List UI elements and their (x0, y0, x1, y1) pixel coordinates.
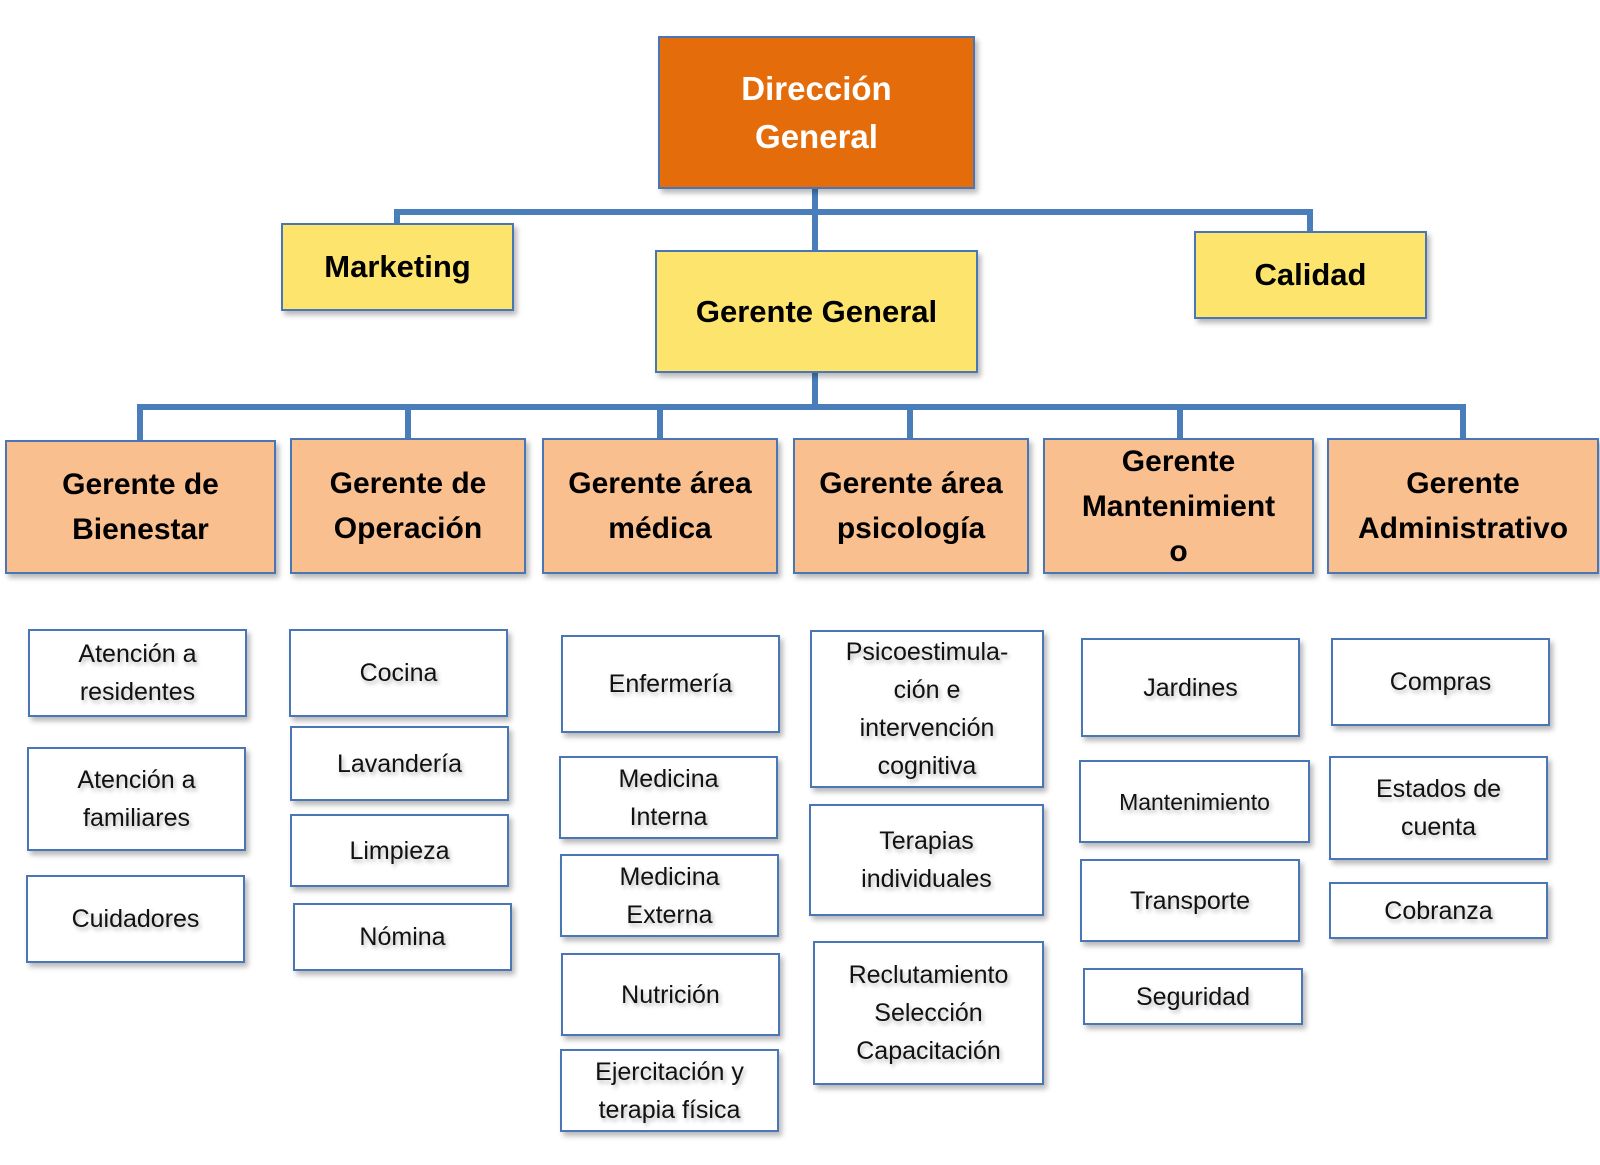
unit-label: Cobranza (1384, 896, 1493, 925)
unit-medicina-interna[interactable]: Medicina Interna (559, 756, 778, 839)
connector-managers-bar (137, 372, 1466, 440)
marketing-label: Marketing (324, 249, 471, 284)
unit-reclutamiento-seleccion-capacitacion[interactable]: Reclutamiento Selección Capacitación (813, 941, 1044, 1085)
unit-label: Terapias individuales (861, 827, 992, 893)
unit-cuidadores[interactable]: Cuidadores (26, 875, 245, 963)
unit-label: Jardines (1143, 673, 1238, 702)
unit-jardines[interactable]: Jardines (1081, 638, 1300, 737)
unit-atencion-residentes[interactable]: Atención a residentes (28, 629, 247, 717)
unit-label: Enfermería (608, 670, 733, 698)
unit-ejercitacion-terapia-fisica[interactable]: Ejercitación y terapia física (560, 1049, 779, 1132)
unit-seguridad[interactable]: Seguridad (1083, 968, 1303, 1025)
unit-atencion-familiares[interactable]: Atención a familiares (27, 747, 246, 851)
gerente-mantenimiento-box[interactable]: Gerente Mantenimient o (1043, 438, 1314, 574)
unit-terapias-individuales[interactable]: Terapias individuales (809, 804, 1044, 916)
unit-psicoestimulacion[interactable]: Psicoestimula- ción e intervención cogni… (810, 630, 1044, 788)
gerente-operacion-box[interactable]: Gerente de Operación (290, 438, 526, 574)
direccion-general-label: Dirección General (741, 69, 892, 155)
calidad-box[interactable]: Calidad (1194, 231, 1427, 319)
gerente-general-box[interactable]: Gerente General (655, 250, 978, 373)
gerente-mantenimiento-label: Gerente Mantenimient o (1081, 444, 1276, 568)
direccion-general-box[interactable]: Dirección General (658, 36, 975, 189)
gerente-area-medica-box[interactable]: Gerente área médica (542, 438, 778, 574)
unit-label: Medicina Externa (619, 862, 720, 929)
gerente-administrativo-box[interactable]: Gerente Administrativo (1327, 438, 1599, 574)
unit-compras[interactable]: Compras (1331, 638, 1550, 726)
unit-label: Limpieza (349, 836, 450, 865)
unit-label: Compras (1389, 668, 1492, 696)
unit-label: Medicina Interna (618, 764, 719, 831)
unit-nomina[interactable]: Nómina (293, 903, 512, 971)
unit-label: Reclutamiento Selección Capacitación (848, 961, 1009, 1065)
unit-mantenimiento[interactable]: Mantenimiento (1079, 760, 1310, 843)
gerente-bienestar-label: Gerente de Bienestar (62, 468, 219, 546)
calidad-label: Calidad (1254, 257, 1367, 292)
unit-label: Psicoestimula- ción e intervención cogni… (845, 638, 1009, 780)
unit-label: Estados de cuenta (1375, 775, 1502, 841)
unit-enfermeria[interactable]: Enfermería (561, 635, 780, 733)
unit-label: Lavandería (336, 749, 463, 778)
unit-label: Cuidadores (71, 905, 200, 933)
unit-label: Nutrición (621, 980, 720, 1009)
gerente-bienestar-box[interactable]: Gerente de Bienestar (5, 440, 276, 574)
gerente-general-label: Gerente General (695, 293, 938, 329)
unit-label: Nómina (359, 923, 446, 951)
unit-label: Transporte (1130, 886, 1250, 915)
unit-nutricion[interactable]: Nutrición (561, 953, 780, 1036)
unit-transporte[interactable]: Transporte (1080, 859, 1300, 942)
unit-label: Ejercitación y terapia física (595, 1057, 744, 1124)
unit-lavanderia[interactable]: Lavandería (290, 726, 509, 801)
unit-label: Seguridad (1136, 982, 1250, 1011)
unit-label: Mantenimiento (1119, 788, 1270, 815)
unit-label: Cocina (359, 659, 438, 687)
marketing-box[interactable]: Marketing (281, 223, 514, 311)
unit-cocina[interactable]: Cocina (289, 629, 508, 717)
unit-cobranza[interactable]: Cobranza (1329, 882, 1548, 939)
unit-label: Atención a familiares (77, 766, 196, 832)
gerente-area-psicologia-box[interactable]: Gerente área psicología (793, 438, 1029, 574)
gerente-area-psicologia-label: Gerente área psicología (819, 467, 1003, 545)
gerente-area-medica-label: Gerente área médica (568, 467, 752, 545)
unit-medicina-externa[interactable]: Medicina Externa (560, 854, 779, 937)
unit-limpieza[interactable]: Limpieza (290, 814, 509, 887)
gerente-operacion-label: Gerente de Operación (329, 467, 487, 545)
unit-estados-de-cuenta[interactable]: Estados de cuenta (1329, 756, 1548, 860)
gerente-administrativo-label: Gerente Administrativo (1357, 467, 1569, 545)
unit-label: Atención a residentes (78, 640, 197, 706)
